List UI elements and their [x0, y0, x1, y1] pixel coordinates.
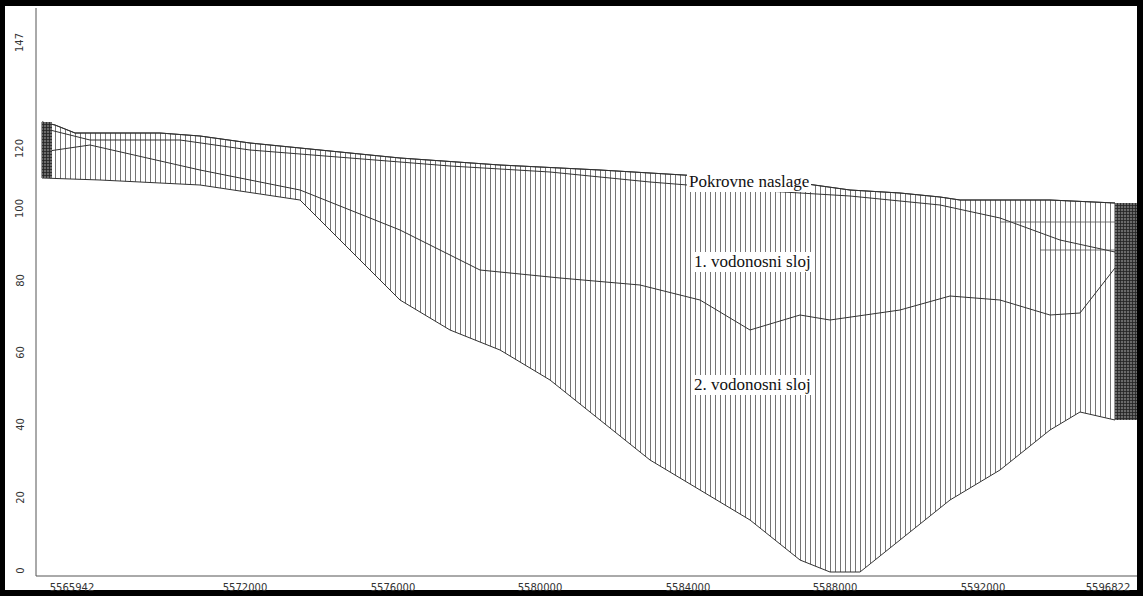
- y-tick-label: 60: [14, 346, 25, 359]
- x-tick-label: 5592000: [961, 582, 1006, 593]
- layer-label: 2. vodonosni sloj: [692, 375, 813, 395]
- x-tick-label: 5588000: [813, 582, 858, 593]
- aquifer-hatching: [42, 122, 1115, 572]
- x-tick-label: 5565942: [50, 582, 95, 593]
- layer-boundary: [1040, 250, 1115, 251]
- x-tick-label: 5576000: [371, 582, 416, 593]
- x-tick-label: 5580000: [518, 582, 563, 593]
- layer-boundary: [42, 145, 1115, 330]
- x-axis: [36, 576, 1138, 577]
- frame: [2, 3, 1140, 593]
- y-axis: [36, 8, 37, 576]
- ground-surface: [42, 122, 1115, 203]
- y-tick-label: 20: [14, 491, 25, 504]
- y-tick-label: 147: [15, 32, 26, 51]
- y-tick-label: 40: [14, 418, 25, 431]
- boundary-block: [42, 122, 52, 178]
- layer-label: Pokrovne naslage: [687, 172, 811, 192]
- layer-boundary: [1000, 222, 1115, 223]
- layer-label: 1. vodonosni sloj: [692, 252, 813, 272]
- layer-boundary: [42, 128, 1115, 252]
- boundary-block: [1115, 203, 1138, 420]
- y-tick-label: 80: [14, 274, 25, 287]
- y-tick-label: 0: [15, 567, 26, 573]
- x-tick-label: 5572000: [223, 582, 268, 593]
- y-tick-label: 100: [15, 198, 26, 217]
- x-tick-label: 5596822: [1086, 582, 1131, 593]
- x-tick-label: 5584000: [666, 582, 711, 593]
- y-tick-label: 120: [15, 138, 26, 157]
